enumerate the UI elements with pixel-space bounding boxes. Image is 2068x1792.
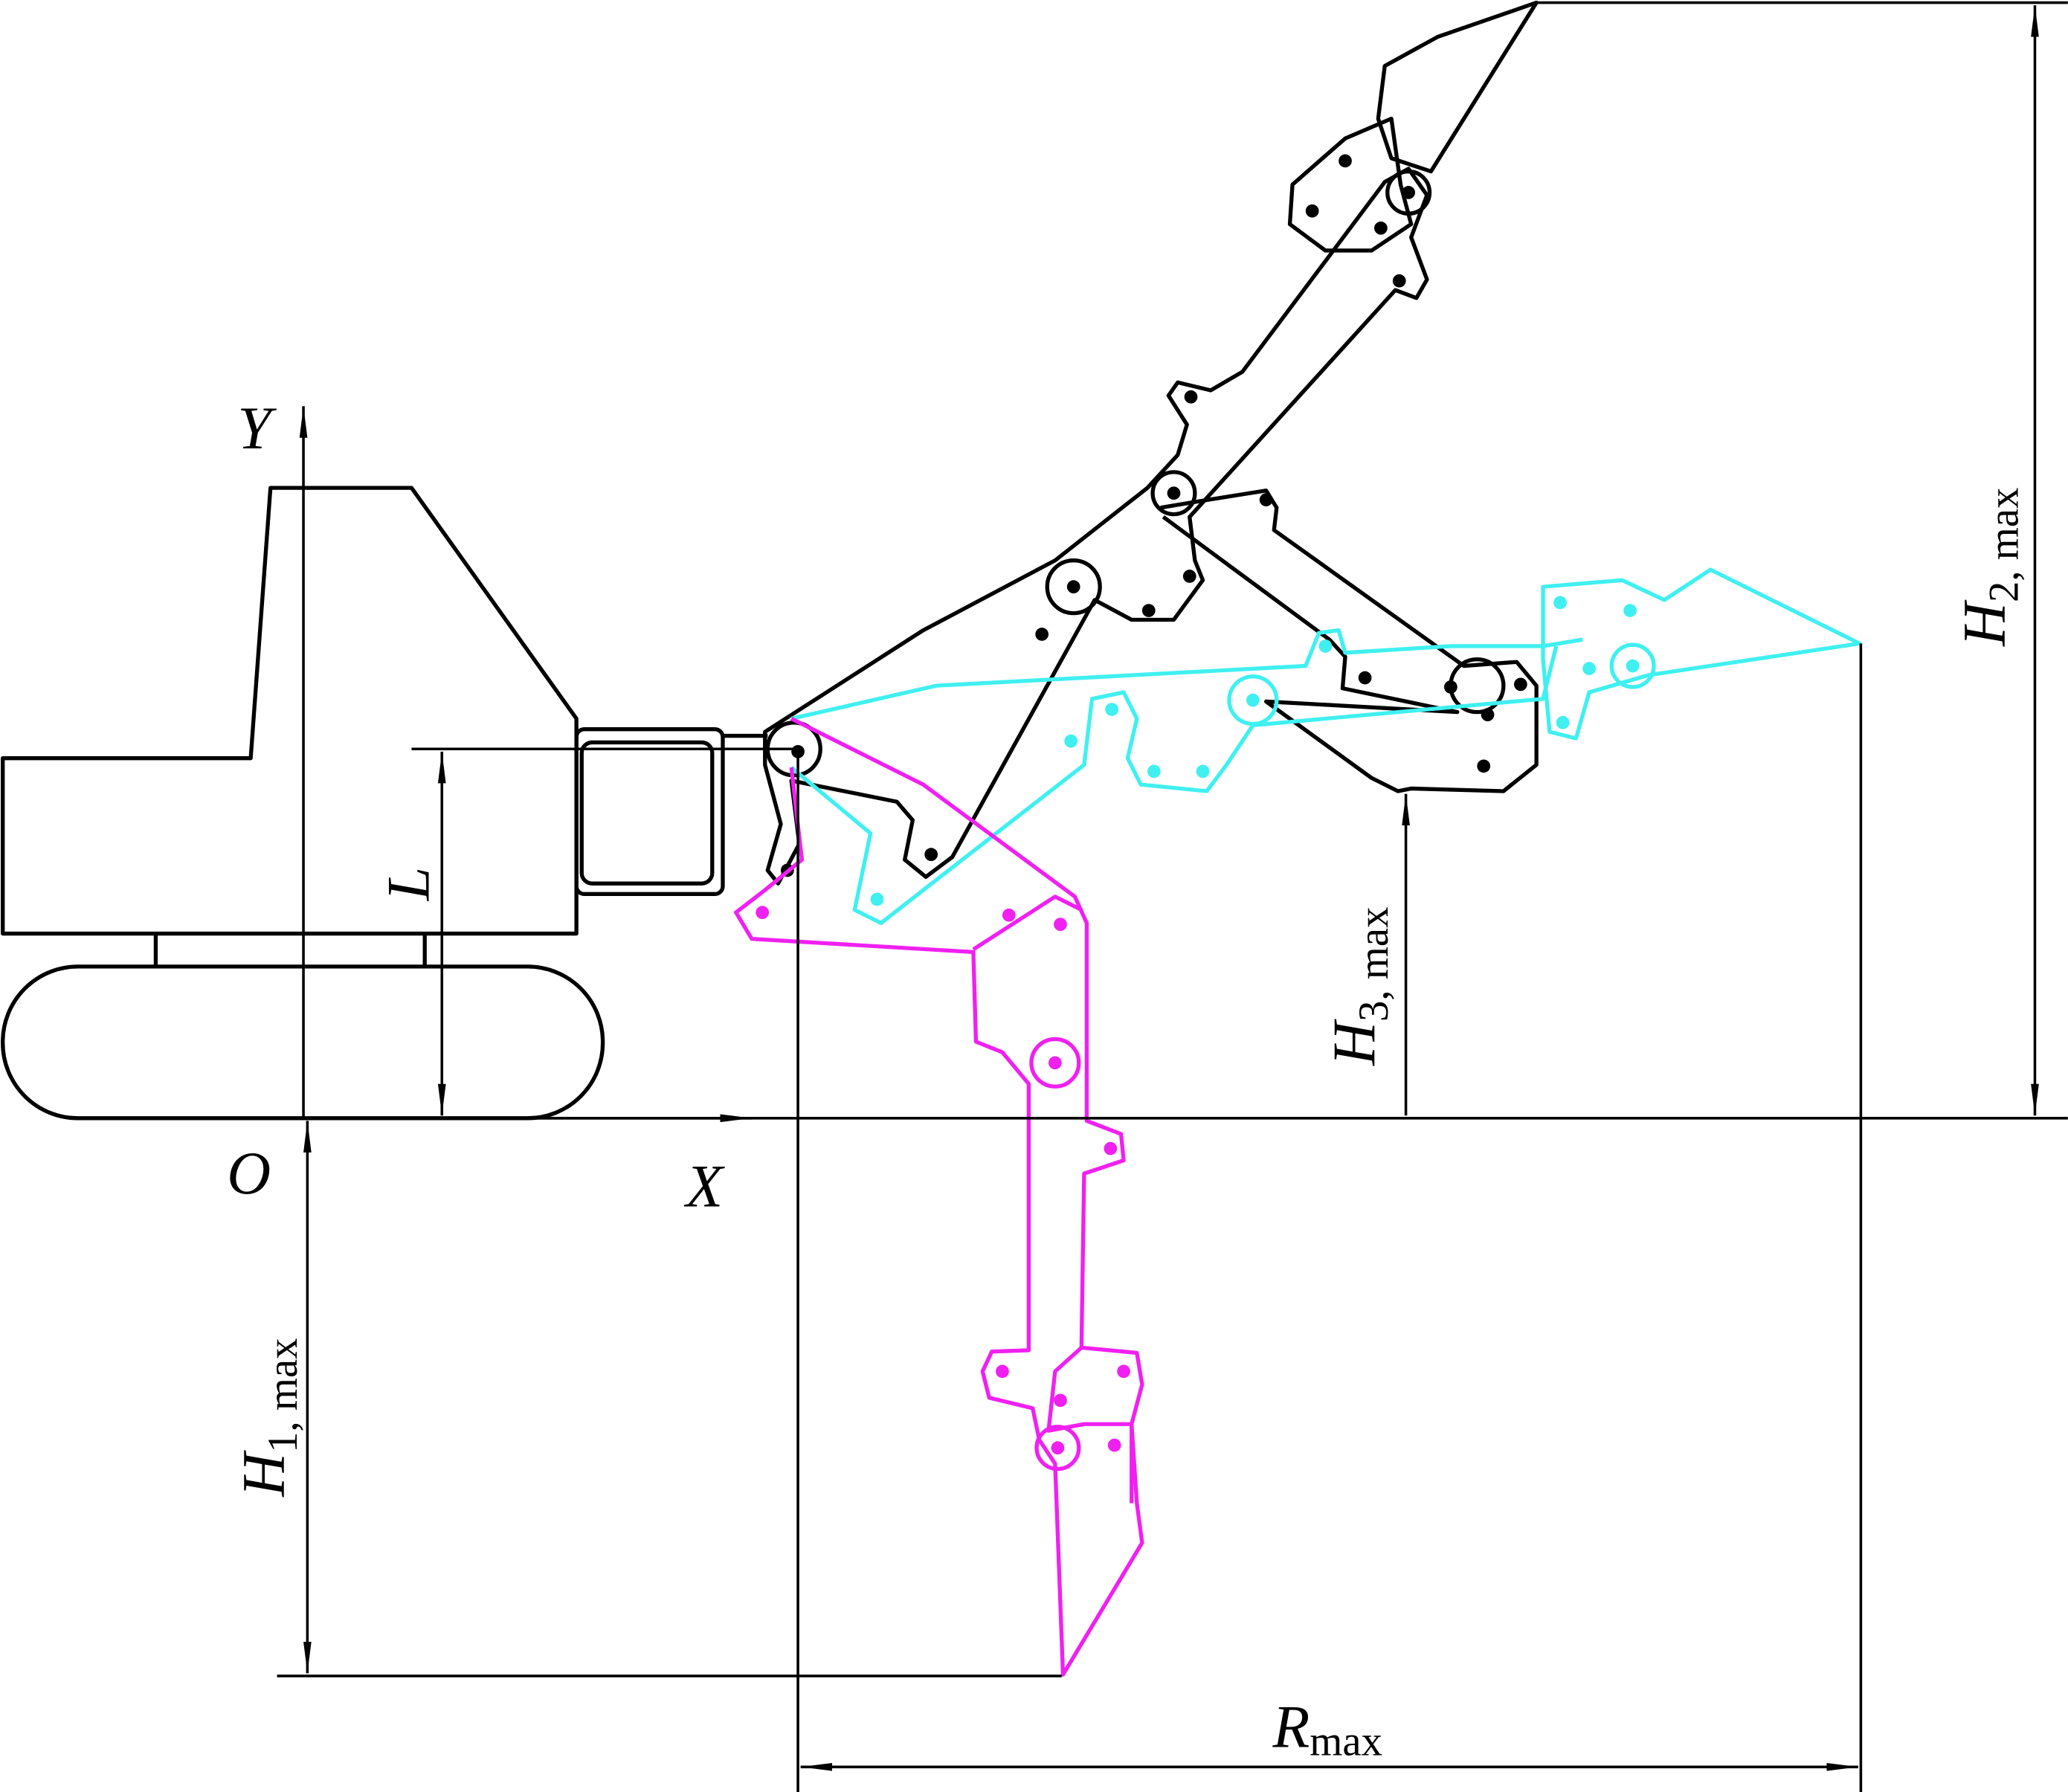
bucket-top: [1376, 0, 1539, 174]
arm-pose-max-depth: [734, 717, 1144, 1677]
dimension-label-H2: H2, max: [1951, 488, 2028, 647]
x-axis-label: X: [683, 1153, 725, 1220]
dimension-label-H1: H1, max: [229, 1338, 306, 1497]
cab: [1, 486, 579, 936]
pin-cyan: [1227, 674, 1279, 726]
pin-bucket: [1385, 169, 1432, 216]
pin-boom: [1045, 558, 1102, 616]
excavator-body: [1, 486, 768, 1121]
origin-label: O: [227, 1139, 271, 1207]
bucket-cyan: [1541, 567, 1862, 741]
coordinate-axes: Y O X: [227, 394, 2068, 1220]
boom-mount: [574, 727, 725, 896]
pin-dots-magenta: [756, 906, 1130, 1455]
arm-pose-max-reach: [790, 567, 1862, 926]
dimension-H3: H3, max: [1320, 793, 1410, 1116]
dimension-Rmax: Rmax: [796, 643, 1863, 1792]
pin-cyan: [1609, 642, 1656, 689]
pin-magenta: [1029, 1037, 1081, 1089]
pin-stick: [1150, 470, 1197, 517]
pin-magenta: [1034, 1425, 1081, 1472]
arm-pose-max-height: [763, 0, 1539, 886]
boom-cyan: [790, 628, 1583, 721]
dimension-H2: H2, max: [1536, 1, 2068, 1116]
link-magenta: [972, 895, 1134, 1503]
bucket-linkage: [1287, 116, 1414, 253]
dimension-H1: H1, max: [229, 1121, 1062, 1677]
boom-magenta: [734, 717, 1144, 1677]
dimension-label-L: L: [375, 867, 442, 901]
dimension-L: L: [375, 747, 799, 1116]
stick-cyan: [790, 645, 1559, 926]
dimension-label-Rmax: Rmax: [1272, 1693, 1382, 1765]
boom-mount-inner: [579, 740, 715, 886]
pin-dots-cyan: [870, 596, 1640, 906]
y-axis-label: Y: [237, 394, 277, 462]
boom: [763, 167, 1429, 886]
stick: [1160, 489, 1539, 793]
dimension-label-H3: H3, max: [1320, 907, 1397, 1066]
